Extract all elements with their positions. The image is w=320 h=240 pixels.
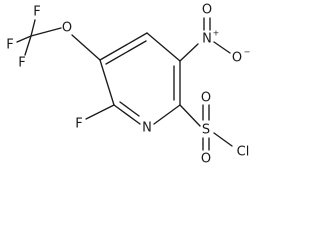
atom-f-left: F [6, 38, 13, 53]
bond-n-o-right [213, 41, 231, 54]
bond-o-c5 [71, 34, 101, 61]
charge-o-nitro: − [244, 48, 251, 57]
bond-c6-f [85, 104, 115, 120]
atom-o-nitro-top: O [202, 3, 212, 18]
bond-c3-n-nitro [179, 43, 199, 62]
bond-s-cl [213, 132, 233, 147]
bond-n-c6-inner [119, 101, 140, 117]
bond-c6-c5 [99, 59, 115, 106]
bond-c4-c3 [146, 32, 181, 62]
atom-o-nitro-right: O [232, 51, 242, 66]
bond-cf3-f-top [30, 19, 36, 37]
chemical-structure-diagram: F F F O N + O O − F N S O O Cl [6, 3, 250, 167]
atom-n-ring: N [142, 121, 152, 136]
bond-c2-s [179, 104, 201, 127]
bond-cf3-f-left [16, 35, 32, 43]
atom-o-sulfonyl-top: O [201, 91, 211, 106]
bond-cf3-o [30, 27, 62, 37]
atom-o-ether: O [62, 21, 72, 36]
atom-f-lower: F [18, 56, 25, 71]
atom-s-sulfonyl: S [202, 123, 210, 138]
bond-c5-c4-inner [105, 40, 147, 65]
atom-f-ring: F [75, 117, 82, 132]
bond-c2-n [153, 104, 181, 125]
bond-cf3-f-lower [24, 35, 32, 56]
bonds [16, 17, 233, 151]
atom-labels: F F F O N + O O − F N S O O Cl [6, 3, 250, 167]
atom-f-top: F [33, 5, 40, 20]
atom-o-sulfonyl-bottom: O [201, 152, 211, 167]
charge-n-nitro: + [213, 29, 220, 38]
atom-n-nitro: N [202, 32, 212, 47]
bond-n-c6 [113, 104, 141, 125]
atom-cl: Cl [237, 145, 250, 160]
bond-c5-c4 [99, 32, 148, 61]
